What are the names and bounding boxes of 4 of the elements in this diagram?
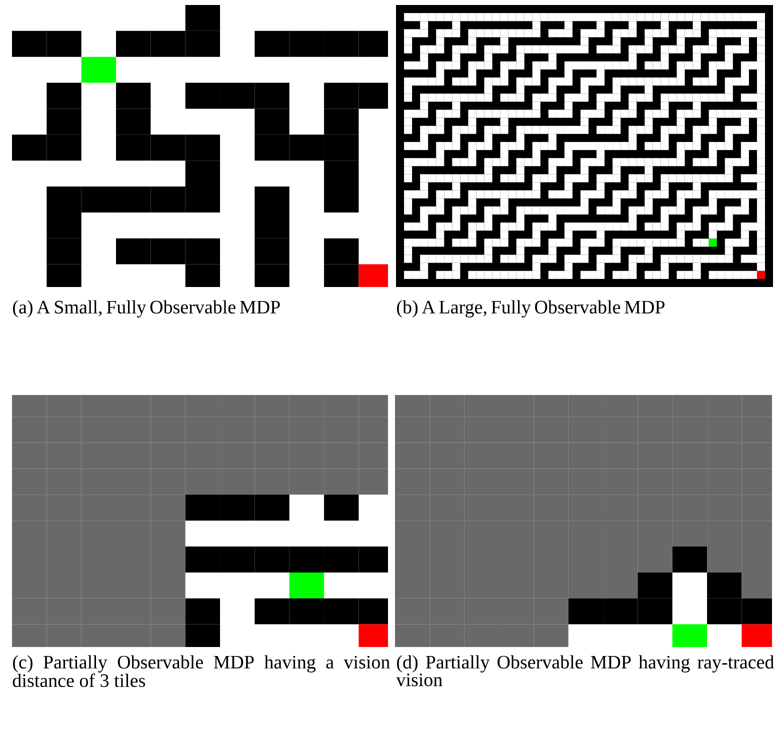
caption: (a) A Small, Fully Observable MDP [13,300,280,318]
caption: (d) Partially Observable MDP having ray-traced vision [396,655,774,686]
caption: (c) Partially Observable MDP having a vision distance of 3 tiles [12,655,390,688]
caption: (b) A Large, Fully Observable MDP [397,300,665,318]
